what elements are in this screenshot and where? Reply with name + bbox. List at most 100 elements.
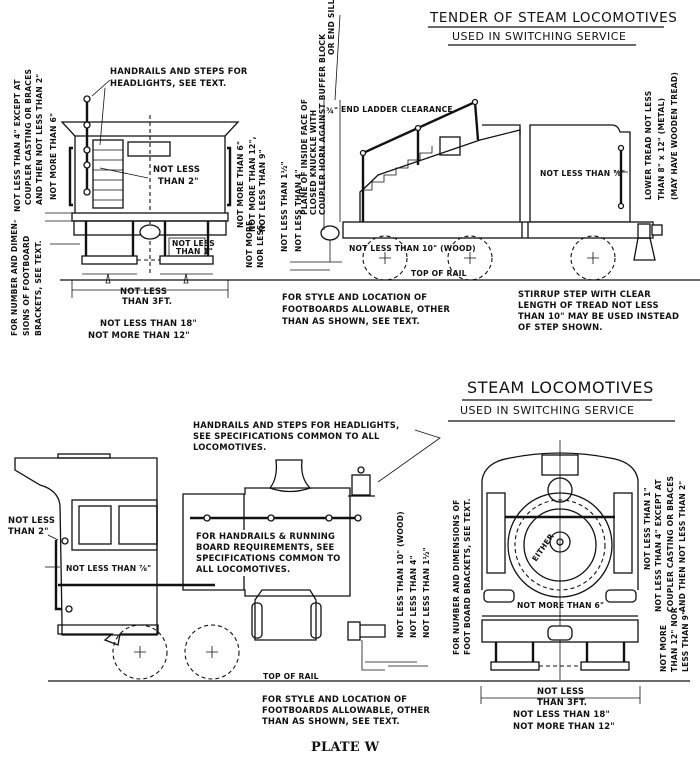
tender-coal-bunker bbox=[359, 129, 521, 222]
tender-end-view: HANDRAILS AND STEPS FOR HEADLIGHTS, SEE … bbox=[10, 66, 267, 340]
locomotive-title: STEAM LOCOMOTIVES bbox=[467, 378, 654, 397]
side-clearance-note-line3: AND THEN NOT LESS THAN 2" bbox=[35, 74, 44, 205]
not-more-than-12-label: NOT MORE THAN 12", bbox=[248, 136, 257, 232]
tender-tank bbox=[529, 124, 631, 223]
not-less-than-9-label: NOT LESS THAN 9" bbox=[258, 149, 267, 232]
locomotive-side-view: HANDRAILS AND STEPS FOR HEADLIGHTS, SEE … bbox=[8, 420, 441, 726]
side-clearance-note-line4: NOT MORE THAN 6" bbox=[49, 113, 58, 200]
stirrup-note-line3: THAN 10" MAY BE USED INSTEAD bbox=[518, 311, 679, 321]
smokestack bbox=[268, 459, 312, 489]
grab-clearance-label-loco: NOT LESS THAN ⅞" bbox=[66, 564, 151, 573]
footboard-style-note-line2: FOOTBOARDS ALLOWABLE, OTHER bbox=[282, 304, 450, 314]
handrail-note-line3: SPECIFICATIONS COMMON TO bbox=[196, 553, 340, 563]
coupler-plane-note-line2: CLOSED KNUCKLE WITH bbox=[309, 110, 318, 215]
front-height-note-line2: THAN 12" NOR bbox=[670, 607, 679, 672]
footboard-thickness-line2: THAN 1" bbox=[176, 247, 213, 256]
front-coupler bbox=[547, 625, 573, 641]
footboard-extension-line1: NOT LESS THAN 18" bbox=[100, 318, 197, 328]
front-bracket-note-line1: FOR NUMBER AND DIMENSIONS OF bbox=[452, 499, 461, 655]
footboard-thickness-line1: NOT LESS bbox=[172, 239, 215, 248]
front-footboard-left bbox=[490, 661, 540, 671]
end-ladder-clearance-label: END LADDER CLEARANCE bbox=[341, 105, 453, 114]
headlight bbox=[351, 474, 371, 496]
driving-wheel-1 bbox=[112, 624, 168, 680]
loco-footboard-style-line1: FOR STYLE AND LOCATION OF bbox=[262, 694, 407, 704]
front-footboard-width-line2: THAN 3FT. bbox=[537, 697, 587, 707]
handrail-note-line4: ALL LOCOMOTIVES. bbox=[196, 564, 290, 574]
plate-label: PLATE W bbox=[311, 740, 380, 755]
footboard-width-line2: THAN 3FT. bbox=[122, 296, 172, 306]
lower-tread-note-line3: (MAY HAVE WOODEN TREAD) bbox=[670, 72, 679, 200]
locomotive-subtitle: USED IN SWITCHING SERVICE bbox=[460, 404, 634, 417]
left-grab-iron bbox=[68, 146, 73, 207]
handhold-clearance-line1-loco: NOT LESS bbox=[8, 515, 55, 525]
tender-frame bbox=[342, 221, 654, 239]
handhold-clearance-line2: THAN 2" bbox=[158, 176, 199, 186]
coupler-plane-note-line3: COUPLER HORN AGAINST BUFFER BLOCK bbox=[318, 33, 327, 215]
top-of-rail-label-tender: TOP OF RAIL bbox=[411, 269, 467, 278]
driving-wheel-2 bbox=[184, 624, 240, 680]
not-less-than-4-label: NOT LESS THAN 4" bbox=[294, 169, 303, 252]
front-not-more-than-6: NOT MORE THAN 6" bbox=[517, 601, 604, 610]
footboard-width-line1: NOT LESS bbox=[120, 286, 167, 296]
footboard-extension-line2: NOT MORE THAN 12" bbox=[88, 330, 190, 340]
front-side-clearance-line3: AND THEN NOT LESS THAN 2" bbox=[678, 481, 687, 612]
cylinder bbox=[254, 589, 317, 641]
handrails-note-line1: HANDRAILS AND STEPS FOR bbox=[110, 66, 248, 76]
headlight-note-line3: LOCOMOTIVES. bbox=[193, 442, 267, 452]
footboard-style-note-line1: FOR STYLE AND LOCATION OF bbox=[282, 292, 427, 302]
tender-steps bbox=[362, 146, 433, 191]
coupler-plane-note-line4: OR END SILL. bbox=[327, 0, 336, 55]
tender-subtitle: USED IN SWITCHING SERVICE bbox=[452, 30, 626, 43]
top-of-rail-label-loco: TOP OF RAIL bbox=[263, 672, 319, 681]
locomotive-front-view: STEAM LOCOMOTIVES USED IN SWITCHING SERV… bbox=[448, 378, 690, 731]
headlight-note-line1: HANDRAILS AND STEPS FOR HEADLIGHTS, bbox=[193, 420, 399, 430]
front-not-less-than-1: NOT LESS THAN 1" bbox=[643, 487, 652, 570]
stirrup-note-line4: OF STEP SHOWN. bbox=[518, 322, 603, 332]
front-side-clearance-line1: NOT LESS THAN 4" EXCEPT AT bbox=[654, 479, 663, 612]
footboard-dim-4: NOT LESS THAN 4" bbox=[409, 555, 418, 638]
tender-wheel-1 bbox=[362, 235, 408, 281]
cab-step bbox=[57, 624, 159, 646]
not-more-than-6-label: NOT MORE THAN 6" bbox=[236, 141, 245, 228]
tender-wheel-3 bbox=[570, 235, 616, 281]
lower-tread-note-line1: LOWER TREAD NOT LESS bbox=[644, 91, 653, 200]
end-ladder bbox=[92, 139, 124, 209]
coupler-plane-note-line1: PLANE OF INSIDE FACE OF bbox=[300, 99, 309, 215]
handrail-note-line2: BOARD REQUIREMENTS, SEE bbox=[196, 542, 335, 552]
cab-grab-iron bbox=[54, 540, 62, 611]
handrails-note-line2: HEADLIGHTS, SEE TEXT. bbox=[110, 78, 226, 88]
footboard-left bbox=[81, 255, 138, 265]
coupler bbox=[139, 224, 161, 240]
front-bracket-note-line2: FOOT BOARD BRACKETS, SEE TEXT. bbox=[463, 498, 472, 655]
front-side-clearance-line2: COUPLER CASTING OR BRACES bbox=[666, 476, 675, 612]
handrail-note-line1: FOR HANDRAILS & RUNNING bbox=[196, 531, 335, 541]
front-height-note-line3: LESS THAN 9" bbox=[681, 611, 690, 672]
stirrup-note-line1: STIRRUP STEP WITH CLEAR bbox=[518, 289, 651, 299]
height-note-line1: NOT MORE bbox=[245, 221, 254, 268]
right-grab-iron bbox=[227, 146, 232, 207]
loco-footboard-style-line3: THAN AS SHOWN, SEE TEXT. bbox=[262, 716, 400, 726]
not-less-than-1-half-label: NOT LESS THAN 1½" bbox=[280, 161, 289, 252]
footboard-depth-label: NOT LESS THAN 10" (WOOD) bbox=[349, 244, 476, 253]
loco-footboard-style-line2: FOOTBOARDS ALLOWABLE, OTHER bbox=[262, 705, 430, 715]
tender-title: TENDER OF STEAM LOCOMOTIVES bbox=[429, 10, 677, 26]
front-footboard-extension-line1: NOT LESS THAN 18" bbox=[513, 709, 610, 719]
stirrup-note-line2: LENGTH OF TREAD NOT LESS bbox=[518, 300, 659, 310]
front-footboard-extension-line2: NOT MORE THAN 12" bbox=[513, 721, 615, 731]
lower-tread-note-line2: THAN 8" x 12" (METAL) bbox=[657, 98, 666, 200]
cab-windows bbox=[71, 499, 158, 551]
tender-handrail bbox=[361, 100, 480, 222]
footboard-dim-10-wood: NOT LESS THAN 10" (WOOD) bbox=[396, 511, 405, 638]
height-note-line2: NOR LESS bbox=[256, 224, 265, 268]
tender-wheel-2 bbox=[447, 235, 493, 281]
end-sill bbox=[71, 212, 229, 222]
bracket-note-line2: SIONS OF FOOTBOARD bbox=[22, 236, 31, 336]
end-ladder-dim: ¾" bbox=[326, 106, 338, 115]
bracket-note-line1: FOR NUMBER AND DIMEN- bbox=[10, 220, 19, 336]
front-bumper-beam bbox=[481, 619, 639, 643]
front-footboard-right bbox=[580, 661, 630, 671]
grab-clearance-label: NOT LESS THAN ⅞" bbox=[540, 169, 625, 178]
stirrup-step bbox=[633, 237, 656, 261]
